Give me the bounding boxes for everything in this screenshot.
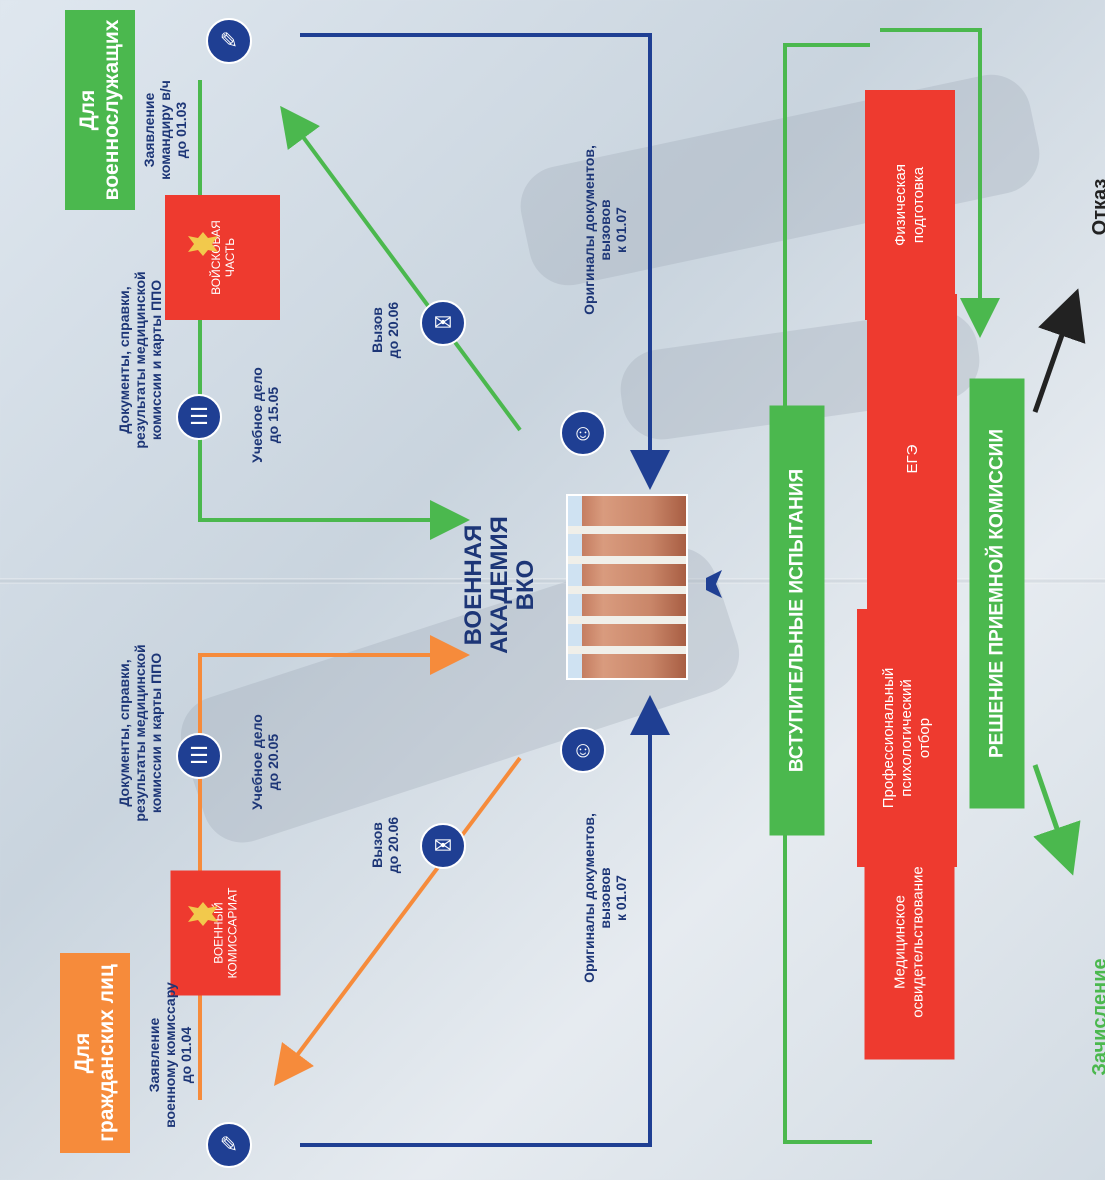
military-unit-box: ВОЙСКОВАЯ ЧАСТЬ (165, 195, 280, 320)
exams-title: ВСТУПИТЕЛЬНЫЕ ИСПЫТАНИЯ (769, 405, 825, 836)
application-icon: ✎ (206, 18, 252, 64)
academy-title: ВОЕННАЯ АКАДЕМИЯ ВКО (460, 516, 539, 654)
civilian-header: Для гражданских лиц (60, 953, 130, 1153)
envelope-icon: ✉ (420, 823, 466, 869)
files-icon: ☰ (176, 394, 222, 440)
documents-icon: ☺ (560, 410, 606, 456)
enroll-label: Зачисление (1088, 958, 1105, 1076)
military-file-deadline: Учебное дело до 15.05 (249, 367, 281, 463)
civilian-originals-text: Оригиналы документов, вызовов к 01.07 (581, 813, 629, 983)
reject-label: Отказ (1088, 178, 1105, 236)
military-call-arrow (280, 105, 522, 432)
fold-crease (0, 578, 1105, 584)
military-application-text: Заявление командиру в/ч до 01.03 (141, 80, 189, 180)
envelope-icon: ✉ (420, 300, 466, 346)
civilian-documents-text: Документы, справки, результаты медицинск… (116, 644, 164, 822)
military-originals-text: Оригиналы документов, вызовов к 01.07 (581, 145, 629, 315)
application-icon: ✎ (206, 1122, 252, 1168)
civilian-call-arrow (274, 756, 522, 1086)
reject-arrow (1032, 288, 1086, 413)
building-photo (566, 494, 688, 680)
military-documents-text: Документы, справки, результаты медицинск… (116, 271, 164, 449)
military-header: Для военнослужащих (65, 10, 135, 210)
civilian-application-text: Заявление военному комиссару до 01.04 (146, 982, 194, 1128)
files-icon: ☰ (176, 733, 222, 779)
exam-psychological: Профессиональный психологический отбор (857, 609, 957, 867)
emblem-icon (188, 902, 218, 926)
exam-ege: ЕГЭ (867, 294, 957, 624)
academy-to-exams-arrow (706, 570, 722, 598)
exam-physical: Физическая подготовка (865, 90, 955, 320)
documents-icon: ☺ (560, 727, 606, 773)
emblem-icon (188, 232, 218, 256)
civilian-call-text: Вызов до 20.06 (369, 816, 401, 874)
civilian-originals-arrow (300, 695, 670, 1147)
civilian-office-box: ВОЕННЫЙ КОМИССАРИАТ (170, 870, 281, 996)
civilian-file-deadline: Учебное дело до 20.05 (249, 714, 281, 810)
enroll-arrow (1032, 764, 1081, 876)
physical-to-decision-line (880, 28, 1000, 338)
decision-title: РЕШЕНИЕ ПРИЕМНОЙ КОМИССИИ (969, 378, 1025, 809)
military-originals-arrow (300, 33, 670, 490)
military-call-text: Вызов до 20.06 (369, 301, 401, 359)
